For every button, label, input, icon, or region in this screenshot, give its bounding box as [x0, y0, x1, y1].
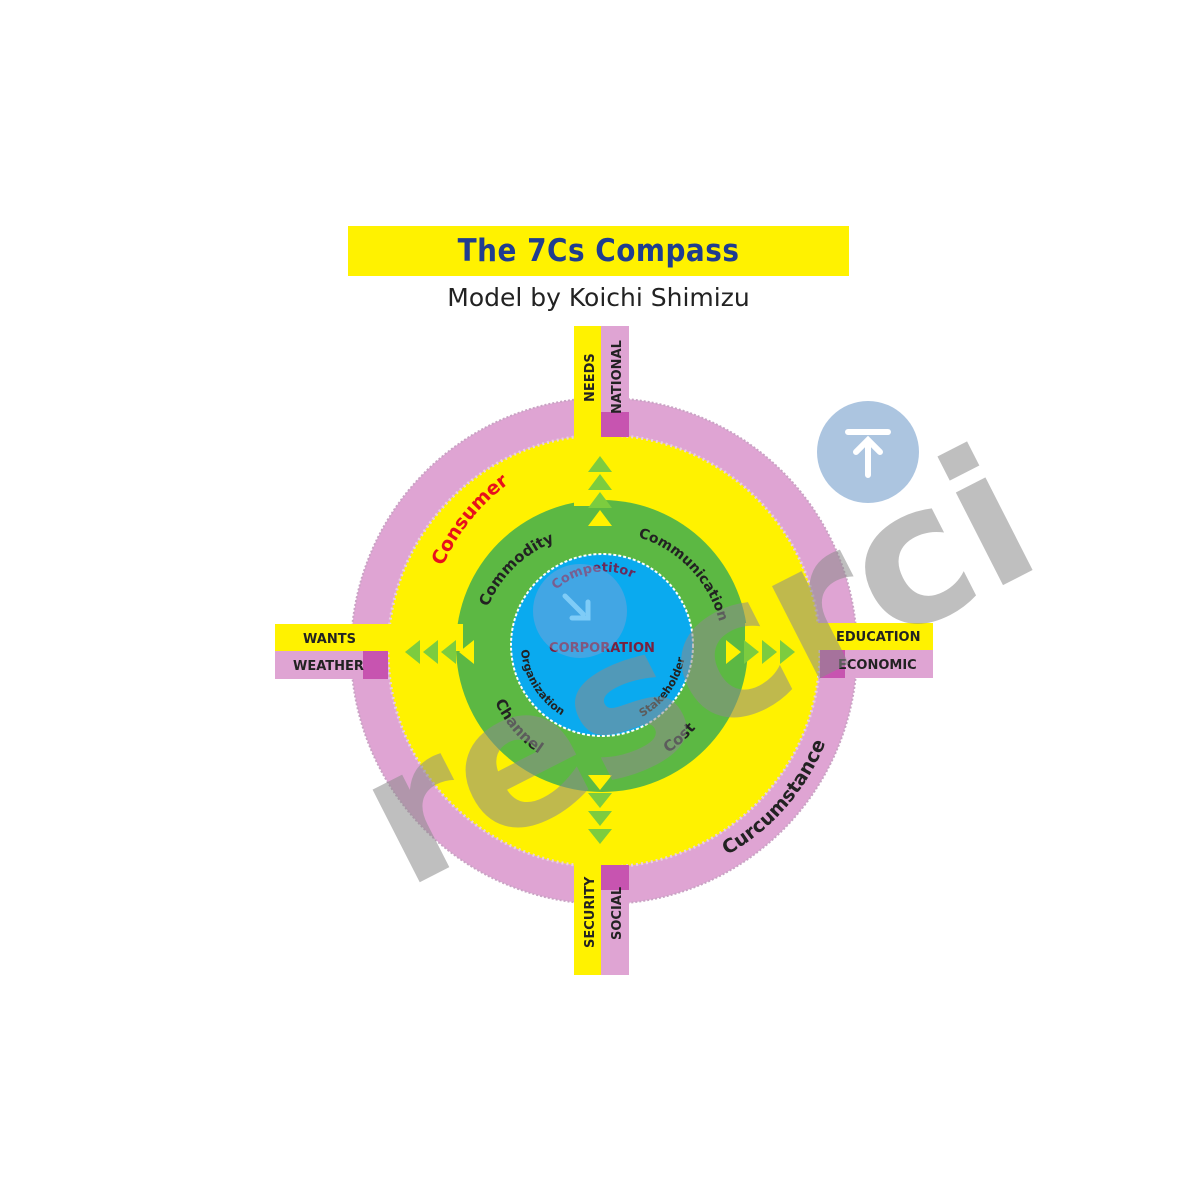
arrow-right-2	[744, 640, 759, 664]
arrow-up-2	[588, 474, 612, 490]
corporation-core	[510, 553, 694, 737]
wants-label: WANTS	[303, 632, 356, 647]
arrow-down-4	[588, 829, 612, 844]
corporation-label: CORPORATION	[549, 641, 655, 656]
security-label: SECURITY	[583, 876, 598, 948]
upload-arrow-glyph	[845, 429, 891, 478]
arrow-right-4	[780, 640, 795, 664]
bottom-arm: SECURITY SOCIAL	[574, 795, 629, 975]
download-arrow-glyph	[562, 593, 591, 621]
economic-label: ECONOMIC	[838, 658, 917, 673]
education-label: EDUCATION	[836, 630, 920, 645]
arrow-down-3	[588, 811, 612, 826]
arrow-left-1	[405, 640, 420, 664]
arrows	[405, 456, 795, 844]
arrow-left-3	[441, 640, 456, 664]
page-subtitle: Model by Koichi Shimizu	[447, 283, 750, 312]
right-arm: EDUCATION ECONOMIC	[745, 623, 933, 678]
arrow-up-1	[588, 456, 612, 472]
top-arm: NEEDS NATIONAL	[574, 326, 629, 506]
needs-label: NEEDS	[583, 353, 598, 402]
national-label: NATIONAL	[610, 340, 625, 414]
arrow-up-4	[588, 510, 612, 526]
arrow-right-1	[726, 640, 741, 664]
arrow-down-2	[588, 793, 612, 808]
arrow-left-4	[459, 640, 474, 664]
weather-label: WEATHER	[293, 659, 364, 674]
title-banner: The 7Cs Compass	[348, 226, 849, 276]
social-label: SOCIAL	[610, 887, 625, 940]
arrow-left-2	[423, 640, 438, 664]
arrow-right-3	[762, 640, 777, 664]
arrow-up-3	[588, 492, 612, 508]
page-title: The 7Cs Compass	[457, 233, 740, 269]
arrow-down-1	[588, 775, 612, 790]
